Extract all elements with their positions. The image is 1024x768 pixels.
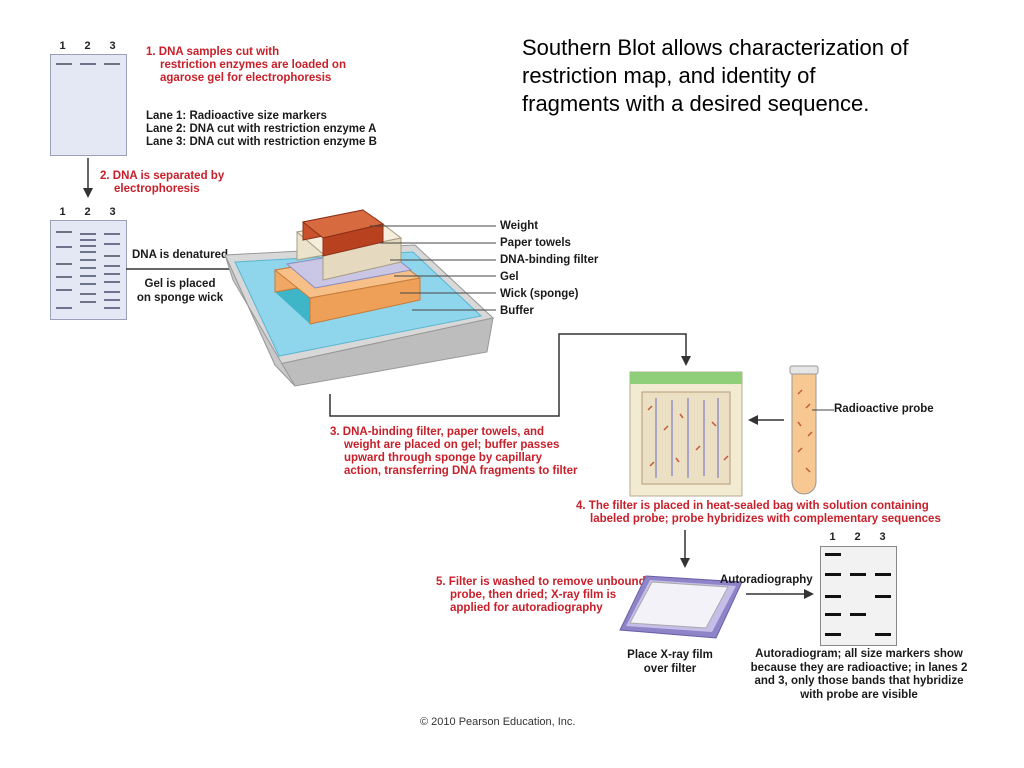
xray-line: over filter — [643, 663, 697, 675]
autoradiogram — [820, 546, 897, 646]
headline-line-2: restriction map, and identity of — [522, 63, 816, 88]
lane-number: 3 — [109, 40, 116, 52]
lane-number: 1 — [59, 206, 66, 218]
step2-text: 2. DNA is separated by electrophoresis — [100, 170, 300, 196]
step5-number: 5. — [436, 576, 446, 588]
xray-film — [619, 575, 743, 639]
lane-number: 3 — [109, 206, 116, 218]
step4-line: labeled probe; probe hybridizes with com… — [590, 513, 941, 525]
step4-text: 4. The filter is placed in heat-sealed b… — [576, 500, 976, 526]
step4-number: 4. — [576, 500, 586, 512]
autoradiography-label: Autoradiography — [720, 574, 813, 586]
gel-placed-label: Gel is placed on sponge wick — [122, 277, 238, 305]
gel-placed-line: on sponge wick — [136, 292, 224, 304]
lane-number: 1 — [59, 40, 66, 52]
step1-line: agarose gel for electrophoresis — [160, 72, 332, 84]
step3-number: 3. — [330, 426, 340, 438]
autoradiogram-caption: Autoradiogram; all size markers show bec… — [740, 648, 978, 702]
step3-line: weight are placed on gel; buffer passes — [344, 439, 560, 451]
probe-tube — [789, 365, 819, 495]
xray-label: Place X-ray film over filter — [612, 648, 728, 676]
well — [80, 63, 96, 65]
step1-line: DNA samples cut with — [158, 46, 280, 58]
step5-text: 5. Filter is washed to remove unbound pr… — [436, 576, 656, 615]
arrow-right-icon — [746, 589, 814, 599]
step3-line: upward through sponge by capillary — [344, 452, 543, 464]
heat-sealed-bag — [629, 371, 743, 497]
apparatus-label-filter: DNA-binding filter — [500, 254, 599, 266]
arrow-down-icon — [680, 530, 690, 568]
step5-line: Filter is washed to remove unbound — [448, 576, 646, 588]
step3-text: 3. DNA-binding filter, paper towels, and… — [330, 426, 610, 478]
step3-line: DNA-binding filter, paper towels, and — [342, 426, 545, 438]
arrow-left-icon — [748, 415, 784, 425]
caption-line: Autoradiogram; all size markers show — [755, 648, 963, 660]
apparatus-label-paper-towels: Paper towels — [500, 237, 571, 249]
step3-line: action, transferring DNA fragments to fi… — [344, 465, 578, 477]
gel-placed-line: Gel is placed — [144, 278, 216, 290]
lane-legend-item: Lane 1: Radioactive size markers — [146, 110, 327, 122]
caption-line: because they are radioactive; in lanes 2 — [750, 661, 968, 674]
step1-text: 1. DNA samples cut with restriction enzy… — [146, 46, 406, 85]
connector-arrow-icon — [329, 333, 691, 417]
probe-label: Radioactive probe — [834, 403, 934, 415]
lane-number: 2 — [854, 531, 861, 543]
step5-line: probe, then dried; X-ray film is — [450, 589, 617, 601]
step2-line: DNA is separated by — [112, 170, 225, 182]
apparatus-label-buffer: Buffer — [500, 305, 534, 317]
apparatus-label-wick: Wick (sponge) — [500, 288, 579, 300]
caption-line: and 3, only those bands that hybridize — [754, 675, 964, 687]
gel-loaded — [50, 54, 127, 156]
apparatus-labels: Weight Paper towels DNA-binding filter G… — [500, 218, 598, 320]
copyright: © 2010 Pearson Education, Inc. — [420, 716, 576, 728]
gel1-lane-numbers: 1 2 3 — [50, 40, 125, 52]
probe-leader-line — [812, 409, 834, 411]
step2-line: electrophoresis — [114, 183, 200, 195]
headline: Southern Blot allows characterization of… — [522, 34, 1002, 118]
step1-number: 1. — [146, 46, 156, 58]
blotting-apparatus — [224, 209, 495, 387]
denature-label: DNA is denatured — [131, 249, 229, 261]
gel2-lane-numbers: 1 2 3 — [50, 206, 125, 218]
lane-legend: Lane 1: Radioactive size markers Lane 2:… — [146, 110, 416, 149]
caption-line: with probe are visible — [800, 688, 918, 701]
apparatus-label-weight: Weight — [500, 220, 539, 232]
apparatus-leader-lines — [370, 225, 496, 311]
step2-number: 2. — [100, 170, 110, 182]
lane-number: 2 — [84, 40, 91, 52]
lane-number: 1 — [829, 531, 836, 543]
lane-number: 2 — [84, 206, 91, 218]
lane-legend-item: Lane 3: DNA cut with restriction enzyme … — [146, 136, 377, 148]
step1-line: restriction enzymes are loaded on — [160, 59, 346, 71]
well — [56, 63, 72, 65]
arrow-down-icon — [83, 158, 93, 198]
headline-line-1: Southern Blot allows characterization of — [522, 35, 909, 60]
lane-number: 3 — [879, 531, 886, 543]
autorad-lane-numbers: 1 2 3 — [820, 531, 895, 543]
gel-separated — [50, 220, 127, 320]
step5-line: applied for autoradiography — [450, 602, 603, 614]
headline-line-3: fragments with a desired sequence. — [522, 91, 870, 116]
xray-line: Place X-ray film — [627, 649, 713, 661]
lane-legend-item: Lane 2: DNA cut with restriction enzyme … — [146, 123, 377, 135]
step4-line: The filter is placed in heat-sealed bag … — [588, 500, 929, 512]
well — [104, 63, 120, 65]
apparatus-label-gel: Gel — [500, 271, 519, 283]
